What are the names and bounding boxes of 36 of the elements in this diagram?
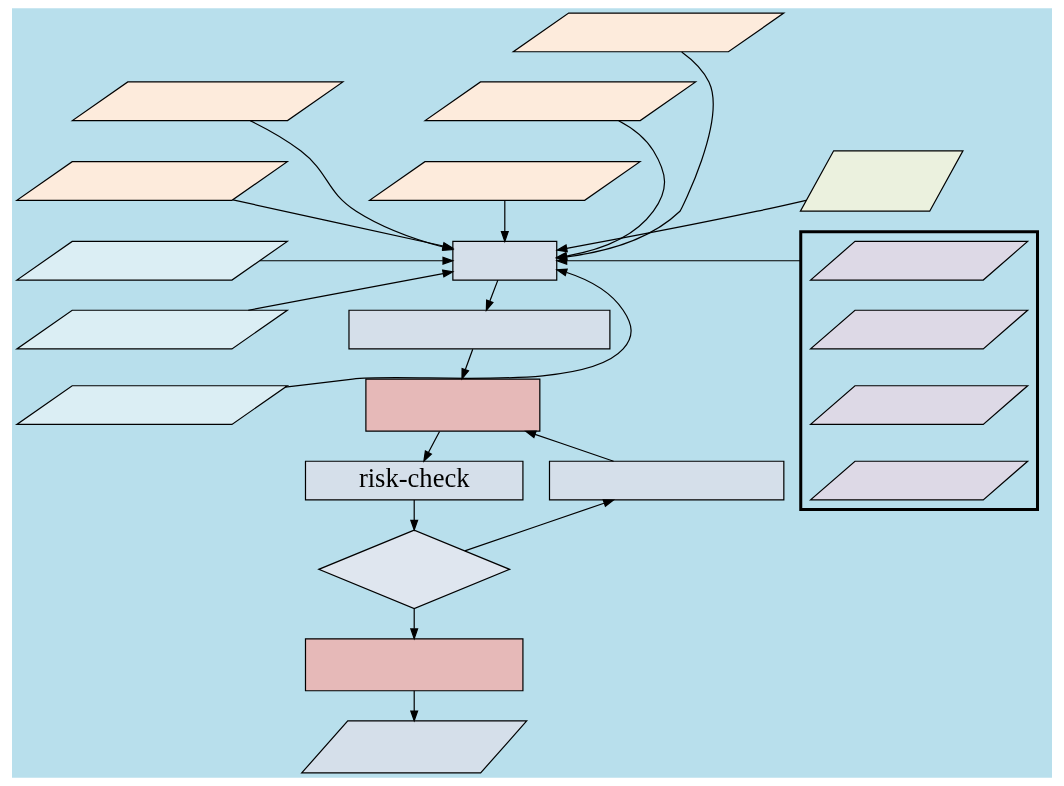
node-parallelogram xyxy=(14,309,290,350)
arrow xyxy=(259,256,455,265)
node-parallelogram xyxy=(808,309,1030,350)
arrow xyxy=(409,608,419,641)
arrow xyxy=(555,256,802,265)
node-parallelogram xyxy=(423,81,698,122)
arrow xyxy=(409,499,419,532)
node-parallelogram xyxy=(808,385,1030,425)
node-box xyxy=(452,240,558,281)
arrow xyxy=(461,348,474,381)
arrow xyxy=(284,268,632,388)
node-parallelogram xyxy=(14,385,290,425)
node-box xyxy=(304,638,524,692)
arrow xyxy=(409,690,419,723)
node-parallelogram xyxy=(300,720,529,774)
node-parallelogram xyxy=(808,460,1030,501)
arrow xyxy=(500,199,510,244)
node-parallelogram xyxy=(14,161,290,201)
node-parallelogram xyxy=(808,240,1030,281)
arrow xyxy=(485,279,499,312)
arrow xyxy=(555,199,807,253)
node-diamond xyxy=(317,529,512,610)
node-parallelogram xyxy=(70,81,345,122)
node-parallelogram xyxy=(14,240,290,281)
node-box xyxy=(548,460,785,501)
arrow xyxy=(524,430,615,462)
arrow xyxy=(423,430,441,463)
node-parallelogram xyxy=(367,161,642,201)
arrow xyxy=(247,269,455,311)
node-box xyxy=(365,378,541,432)
node-box xyxy=(348,309,611,350)
arrow xyxy=(464,499,616,552)
node-box: risk-check xyxy=(304,460,524,501)
node-parallelogram xyxy=(511,12,786,53)
node-parallelogram xyxy=(799,150,964,212)
cluster xyxy=(799,230,1039,512)
